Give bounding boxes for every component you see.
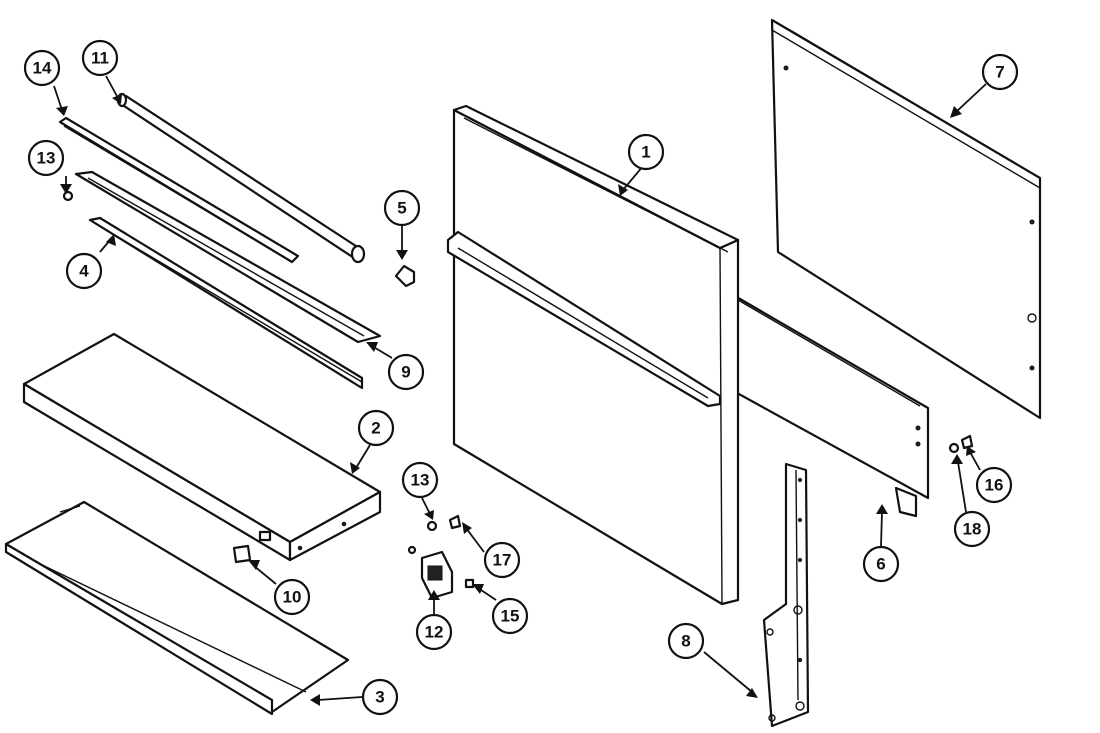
callout-label: 15 [501, 607, 520, 626]
callout-label: 9 [401, 363, 410, 382]
callout-17: 17 [483, 541, 521, 579]
callout-5: 5 [383, 189, 421, 227]
leader-lines [53, 75, 987, 706]
part-9-trim [74, 170, 382, 344]
callout-label: 4 [79, 262, 89, 281]
callout-16: 16 [975, 466, 1013, 504]
part-7-rear-panel [770, 18, 1042, 420]
part-5-plug [394, 264, 416, 288]
callout-8: 8 [667, 622, 705, 660]
part-13-nut-upper [62, 190, 74, 202]
callout-3: 3 [361, 678, 399, 716]
callout-label: 11 [91, 49, 109, 68]
part-10-clip [232, 544, 252, 564]
part-1-side-panel [446, 104, 740, 606]
callout-13-upper: 13 [27, 139, 65, 177]
callout-label: 10 [283, 588, 302, 607]
callout-label: 13 [411, 471, 430, 490]
part-8-bracket [762, 462, 810, 728]
callout-label: 1 [641, 143, 650, 162]
callout-label: 13 [37, 149, 56, 168]
callout-label: 16 [985, 476, 1004, 495]
callout-label: 3 [375, 688, 384, 707]
callout-label: 8 [681, 632, 690, 651]
part-3-tray [4, 500, 350, 716]
small-hardware [407, 434, 974, 589]
part-4-strip [88, 216, 364, 390]
callout-7: 7 [981, 53, 1019, 91]
callout-label: 5 [397, 199, 406, 218]
callout-label: 18 [963, 520, 982, 539]
callout-18: 18 [953, 510, 991, 548]
callout-1: 1 [627, 133, 665, 171]
callout-4: 4 [65, 252, 103, 290]
callout-14: 14 [23, 49, 61, 87]
callout-label: 6 [876, 555, 885, 574]
callout-label: 17 [493, 551, 512, 570]
callout-15: 15 [491, 597, 529, 635]
part-6-lower-panel [726, 290, 930, 518]
callout-10: 10 [273, 578, 311, 616]
callout-13-lower: 13 [401, 461, 439, 499]
part-11-tube [116, 92, 366, 264]
part-2-drawer-box [22, 332, 382, 562]
callout-6: 6 [862, 545, 900, 583]
part-14-strip [58, 116, 300, 264]
callout-9: 9 [387, 353, 425, 391]
callout-11: 11 [81, 39, 119, 77]
callout-label: 7 [995, 63, 1004, 82]
callout-12: 12 [415, 613, 453, 651]
callout-label: 2 [371, 419, 380, 438]
callout-label: 14 [33, 59, 52, 78]
part-12-switch [420, 550, 454, 600]
callout-2: 2 [357, 409, 395, 447]
callout-label: 12 [425, 623, 444, 642]
